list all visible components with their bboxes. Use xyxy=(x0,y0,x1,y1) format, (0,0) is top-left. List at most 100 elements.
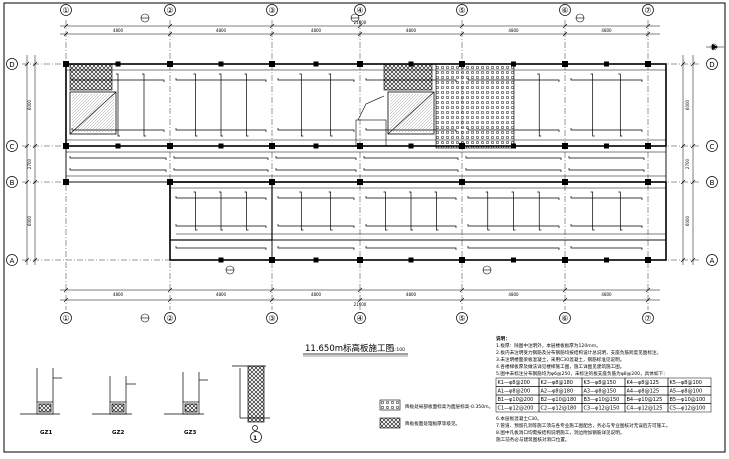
dimension-value: 4800 xyxy=(216,292,227,297)
column-axis-label: ③ xyxy=(268,6,275,15)
row-gridlines xyxy=(22,63,700,261)
detail-label: 1 xyxy=(253,435,257,442)
notes-title: 说明： xyxy=(496,335,510,342)
column-axis-bubble: ⑥ xyxy=(559,312,571,324)
rebar-cell: K4—φ8@125 xyxy=(627,380,659,386)
detail-section-1 xyxy=(232,365,270,443)
row-axis-label: C xyxy=(10,143,15,151)
note-line: 1.板厚：除图中注明外，本层楼板板厚为120mm。 xyxy=(496,342,601,349)
dimension-value: 4800 xyxy=(406,292,417,297)
row-axis-bubble: A xyxy=(6,254,18,266)
north-arrow-icon xyxy=(706,43,724,51)
row-axis-bubble: B xyxy=(6,176,18,188)
dimension-value: 6000 xyxy=(685,215,690,226)
stair-shaft-left xyxy=(69,91,117,135)
column-axis-label: ① xyxy=(62,6,69,15)
rebar-cell: K2—φ8@180 xyxy=(541,380,573,386)
note-line: 6.本层板混凝土C30。 xyxy=(496,415,542,422)
column-axis-label: ⑥ xyxy=(561,314,568,323)
column-axis-bubble: ⑤ xyxy=(456,4,468,16)
stair-slab-hatch-left xyxy=(69,63,113,91)
column-axis-bubble: ② xyxy=(164,4,176,16)
notes-block: 说明： 1.板厚：除图中注明外，本层楼板板厚为120mm。 2.板内未注明受力钢… xyxy=(496,335,668,377)
column-axis-bubble: ④ xyxy=(354,312,366,324)
dimension-value: 4800 xyxy=(508,292,519,297)
legend-swatch-dots xyxy=(379,399,401,411)
drawing-title: 11.650m标高板施工图 xyxy=(305,343,394,354)
dimension-value: 4800 xyxy=(508,28,519,33)
lowered-slab-hatch xyxy=(435,63,515,149)
dimension-ticks xyxy=(24,23,696,303)
column-axis-bubble: ④ xyxy=(354,4,366,16)
dimension-value: 4800 xyxy=(113,292,124,297)
note-line: 8.图中凡板洞口均需按结构说明施工，洞边附加钢筋详见说明。 xyxy=(496,429,624,436)
row-axis-label: B xyxy=(710,179,715,187)
rebar-cell: C4—φ12@125 xyxy=(627,406,663,412)
legend-text: 降板处局部板面标高为面层标高-0.350m。 xyxy=(405,403,493,410)
dimension-value: 6000 xyxy=(685,99,690,110)
column-axis-bubble: ① xyxy=(60,312,72,324)
rebar-cell: A3—φ8@150 xyxy=(584,389,617,395)
note-line: 施工前务必与建筑图核对洞口位置。 xyxy=(496,436,570,443)
structural-columns xyxy=(63,61,651,263)
dimension-value: 4800 xyxy=(113,28,124,33)
note-line: 7.管道、预留孔洞等施工须与各专业施工图配合，务必与专业图核对无误后方可施工。 xyxy=(496,422,670,429)
rebar-cell: B5—φ10@100 xyxy=(670,397,706,403)
column-axis-label: ② xyxy=(166,6,173,15)
dimension-value: 4800 xyxy=(311,28,322,33)
dimension-value: 2700 xyxy=(27,158,32,169)
note-line: 2.板内未注明受力钢筋及分布钢筋均按结构设计总说明，支座负筋跨度见图标注。 xyxy=(496,349,661,356)
detail-label: GZ3 xyxy=(184,430,197,436)
rebar-cell: K1—φ8@200 xyxy=(498,380,530,386)
row-axis-label: B xyxy=(10,179,15,187)
rebar-cell: B4—φ10@125 xyxy=(627,397,663,403)
rebar-cell: C3—φ12@150 xyxy=(584,406,620,412)
legend: 降板处局部板面标高为面层标高-0.350m。 降板板面处理板厚等级见。 xyxy=(379,399,493,429)
column-axis-label: ④ xyxy=(356,6,363,15)
building-outline xyxy=(65,63,667,261)
rebar-cell: C5—φ12@100 xyxy=(670,406,706,412)
rebar-cell: A2—φ8@180 xyxy=(541,389,574,395)
row-axis-label: A xyxy=(710,257,715,265)
row-axis-label: A xyxy=(10,257,15,265)
rebar-cell: K5—φ8@100 xyxy=(670,380,702,386)
column-axis-label: ⑦ xyxy=(644,314,651,323)
column-axis-label: ② xyxy=(166,314,173,323)
dimension-value: 2700 xyxy=(685,158,690,169)
row-axis-bubble: D xyxy=(6,58,18,70)
dimension-texts: 4800 4800 4800 4800 4800 4800 4800 4800 4800 4800… xyxy=(27,20,690,307)
rebar-cell: A1—φ8@200 xyxy=(498,389,531,395)
legend-text: 降板板面处理板厚等级见。 xyxy=(405,420,460,427)
row-axis-bubble: A xyxy=(706,254,718,266)
detail-label: GZ1 xyxy=(40,430,53,436)
rebar-cell: A4—φ8@125 xyxy=(627,389,660,395)
column-axis-label: ⑤ xyxy=(458,314,465,323)
column-axis-bubble: ⑥ xyxy=(559,4,571,16)
dimension-value: 4800 xyxy=(216,28,227,33)
detail-gz1 xyxy=(20,368,62,415)
dimension-value: 6000 xyxy=(27,215,32,226)
row-axis-bubble: C xyxy=(706,140,718,152)
column-axis-label: ① xyxy=(62,314,69,323)
rebar-cell: B3—φ10@150 xyxy=(584,397,620,403)
rebar-cell: C1—φ12@200 xyxy=(498,406,534,412)
detail-label: GZ2 xyxy=(112,430,125,436)
column-axis-bubble: ⑤ xyxy=(456,312,468,324)
drawing-scale: 1:100 xyxy=(392,347,405,353)
row-axis-bubble: B xyxy=(706,176,718,188)
section-markers xyxy=(140,13,585,323)
column-axis-label: ⑤ xyxy=(458,6,465,15)
note-line: 5.图中未标注分布钢筋均为φ6@250，未标注的板支座负筋为φ8@200，具体如… xyxy=(496,370,668,377)
column-axis-bubble: ⑦ xyxy=(642,312,654,324)
notes-after-block: 6.本层板混凝土C30。 7.管道、预留孔洞等施工须与各专业施工图配合，务必与专… xyxy=(496,415,670,443)
sheet-border xyxy=(3,2,726,453)
dimension-value: 4800 xyxy=(311,292,322,297)
row-axis-label: D xyxy=(9,61,14,69)
hatched-regions xyxy=(69,63,515,149)
stair-shaft-right xyxy=(387,91,435,135)
dimension-value: 4800 xyxy=(406,28,417,33)
column-axis-bubble: ③ xyxy=(266,312,278,324)
column-axis-label: ⑦ xyxy=(644,6,651,15)
